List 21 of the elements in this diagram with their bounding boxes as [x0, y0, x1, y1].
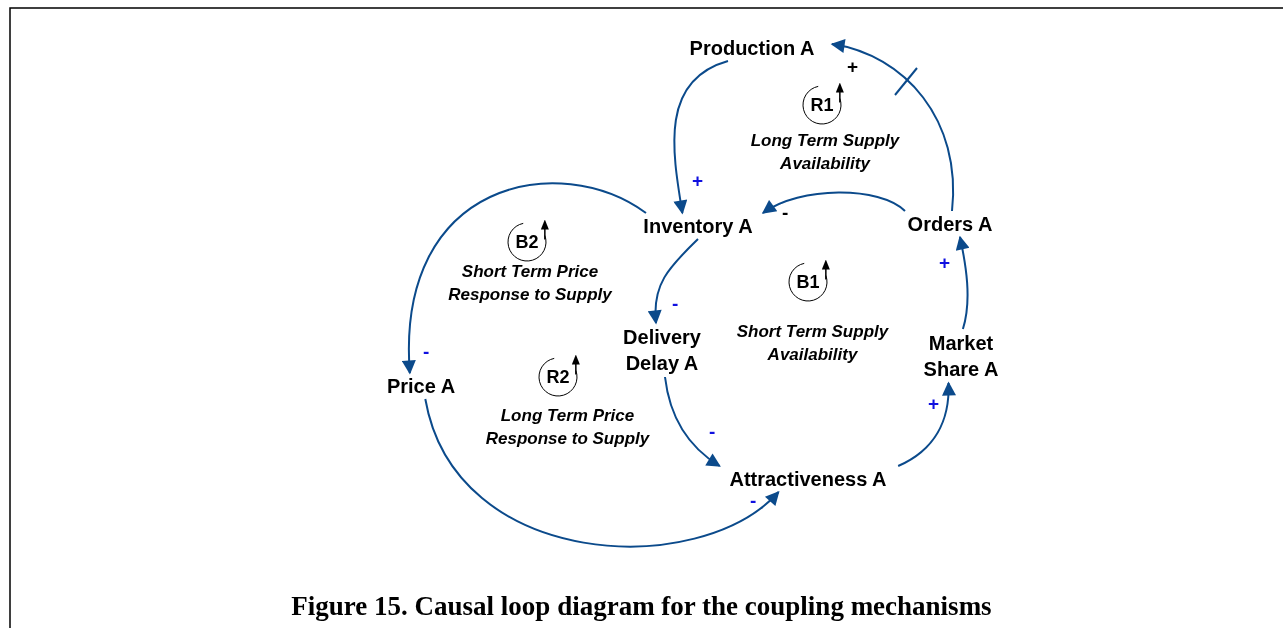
- causal-arrow: [402, 182, 647, 375]
- variable-label: Production A: [672, 35, 832, 61]
- causal-arrow: [955, 235, 970, 330]
- loop-name: Short Term Price Response to Supply: [447, 261, 613, 306]
- variable-label: Orders A: [900, 211, 1000, 237]
- causal-arrow: [897, 381, 956, 467]
- figure-caption: Figure 15. Causal loop diagram for the coupling mechanisms: [290, 590, 993, 622]
- variable-label: Attractiveness A: [716, 466, 900, 492]
- variable-label: Price A: [378, 373, 464, 399]
- causal-arrow: [673, 60, 729, 215]
- causal-arrow: [830, 39, 955, 212]
- loop-name: Long Term Supply Availability: [749, 130, 901, 175]
- loop-name: Long Term Price Response to Supply: [484, 405, 651, 450]
- causal-arrow: [424, 398, 780, 548]
- causal-arrow: [648, 238, 699, 325]
- causal-arrow: [664, 376, 721, 467]
- variable-label: Delivery Delay A: [612, 323, 712, 377]
- variable-label: Market Share A: [913, 329, 1009, 383]
- causal-arrow: [761, 191, 906, 214]
- variable-label: Inventory A: [633, 213, 763, 239]
- loop-name: Short Term Supply Availability: [735, 321, 890, 366]
